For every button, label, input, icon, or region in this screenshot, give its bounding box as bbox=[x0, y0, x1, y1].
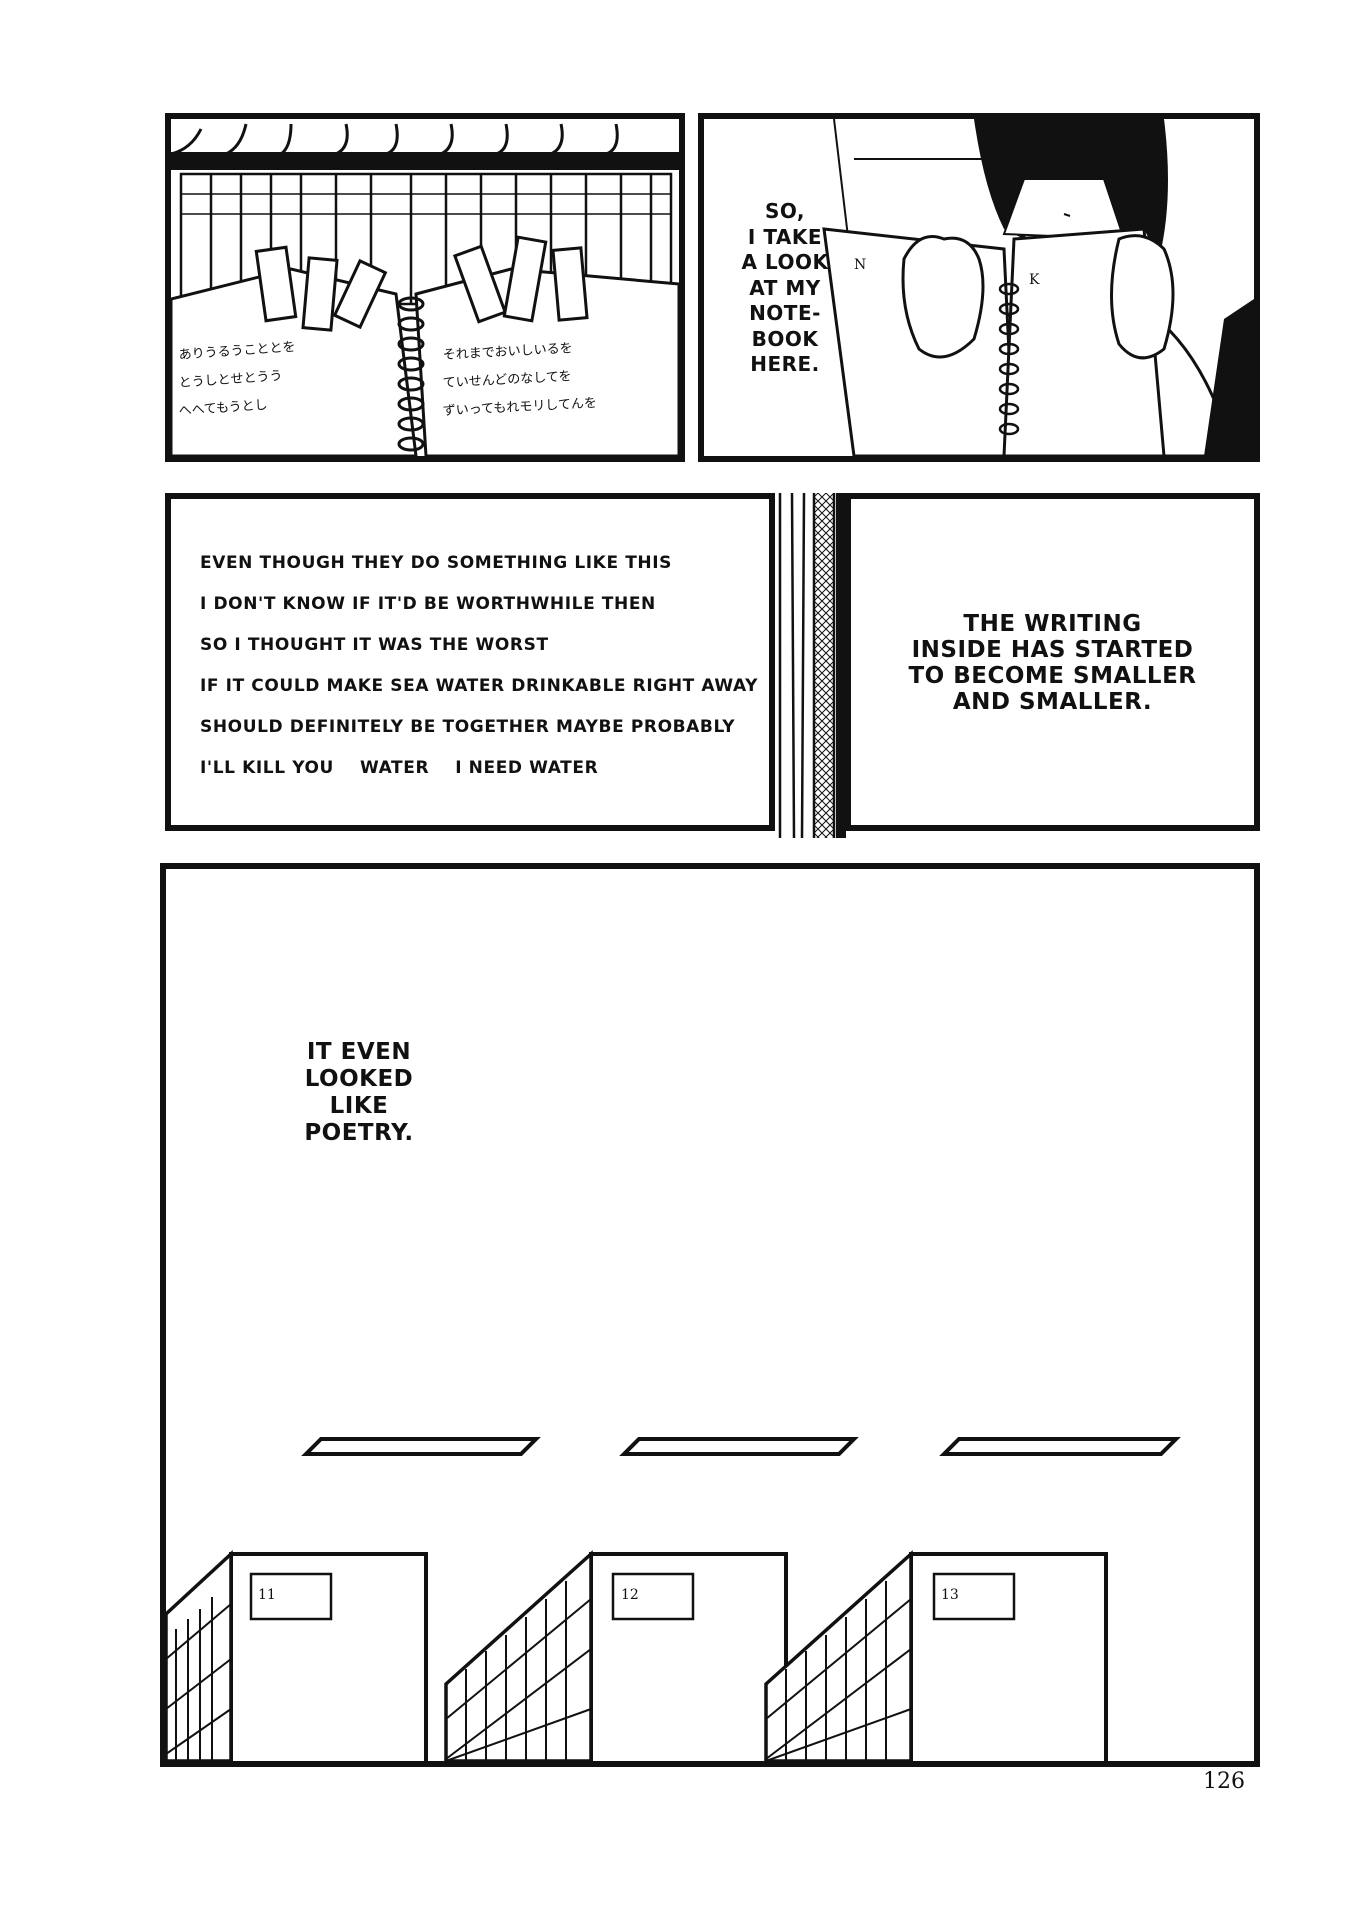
poem-line: EVEN THOUGH THEY DO SOMETHING LIKE THIS bbox=[200, 553, 672, 573]
caption-line: INSIDE HAS STARTED bbox=[911, 637, 1194, 663]
poem-line: SO I THOUGHT IT WAS THE WORST bbox=[200, 635, 549, 655]
notebook-mark-k: K bbox=[1029, 272, 1040, 288]
library-illustration: 11 12 13 bbox=[166, 1437, 1181, 1761]
caption-line: I TAKE bbox=[747, 224, 823, 249]
shelf-label-11: 11 bbox=[258, 1587, 276, 1603]
shelf-label-13: 13 bbox=[941, 1587, 959, 1603]
poem-text: EVEN THOUGH THEY DO SOMETHING LIKE THIS … bbox=[200, 543, 758, 789]
caption-line: POETRY. bbox=[304, 1120, 414, 1146]
caption-line: LIKE bbox=[329, 1093, 389, 1119]
caption-line: A LOOK bbox=[741, 250, 829, 274]
caption-line: NOTE- bbox=[749, 301, 821, 325]
poem-line: I DON'T KNOW IF IT'D BE WORTHWHILE THEN bbox=[200, 594, 656, 614]
handwriting-right-1: それまでおいしいるを bbox=[442, 341, 573, 363]
notebook-spread-illustration: ありうるうこととを とうしとせとうう へへてもうとし それまでおいしいるを てい… bbox=[171, 119, 679, 456]
page-number: 126 bbox=[1203, 1769, 1245, 1794]
caption-line: THE WRITING bbox=[963, 611, 1142, 637]
panel-writing-smaller: THE WRITING INSIDE HAS STARTED TO BECOME… bbox=[845, 493, 1260, 831]
panel-poem: EVEN THOUGH THEY DO SOMETHING LIKE THIS … bbox=[165, 493, 775, 831]
panel-notebook-spread: ありうるうこととを とうしとせとうう へへてもうとし それまでおいしいるを てい… bbox=[165, 113, 685, 462]
poem-line: SHOULD DEFINITELY BE TOGETHER MAYBE PROB… bbox=[200, 717, 736, 737]
caption-line: AND SMALLER. bbox=[952, 689, 1153, 715]
caption-take-a-look: SO, I TAKE A LOOK AT MY NOTE- BOOK HERE. bbox=[730, 199, 840, 378]
caption-like-poetry: IT EVEN LOOKED LIKE POETRY. bbox=[299, 1039, 419, 1147]
caption-line: LOOKED bbox=[304, 1066, 414, 1092]
hatched-divider bbox=[778, 493, 846, 838]
caption-line: BOOK bbox=[751, 326, 819, 351]
handwriting-right-2: ていせんどのなしてを bbox=[442, 369, 572, 391]
panel-library: 11 12 13 IT EVEN LOOKED LIKE POETRY. bbox=[160, 863, 1260, 1767]
caption-line: TO BECOME SMALLER bbox=[908, 663, 1197, 689]
caption-line: IT EVEN bbox=[306, 1039, 412, 1065]
poem-line: I'LL KILL YOU WATER I NEED WATER bbox=[200, 758, 599, 778]
notebook-mark-n: N bbox=[854, 257, 866, 273]
handwriting-left-2: とうしとせとうう bbox=[178, 369, 283, 391]
caption-line: SO, bbox=[764, 199, 806, 223]
caption-writing-smaller: THE WRITING INSIDE HAS STARTED TO BECOME… bbox=[851, 611, 1254, 715]
handwriting-left-3: へへてもうとし bbox=[178, 398, 268, 419]
panel-girl-reading: N K SO, I TAKE A LOOK AT MY NOTE- BOOK H… bbox=[698, 113, 1260, 462]
girl-reading-illustration: N K bbox=[822, 119, 1254, 456]
caption-line: AT MY bbox=[749, 275, 821, 300]
caption-line: HERE. bbox=[750, 352, 820, 376]
poem-line: IF IT COULD MAKE SEA WATER DRINKABLE RIG… bbox=[200, 676, 758, 696]
shelf-label-12: 12 bbox=[621, 1587, 639, 1603]
